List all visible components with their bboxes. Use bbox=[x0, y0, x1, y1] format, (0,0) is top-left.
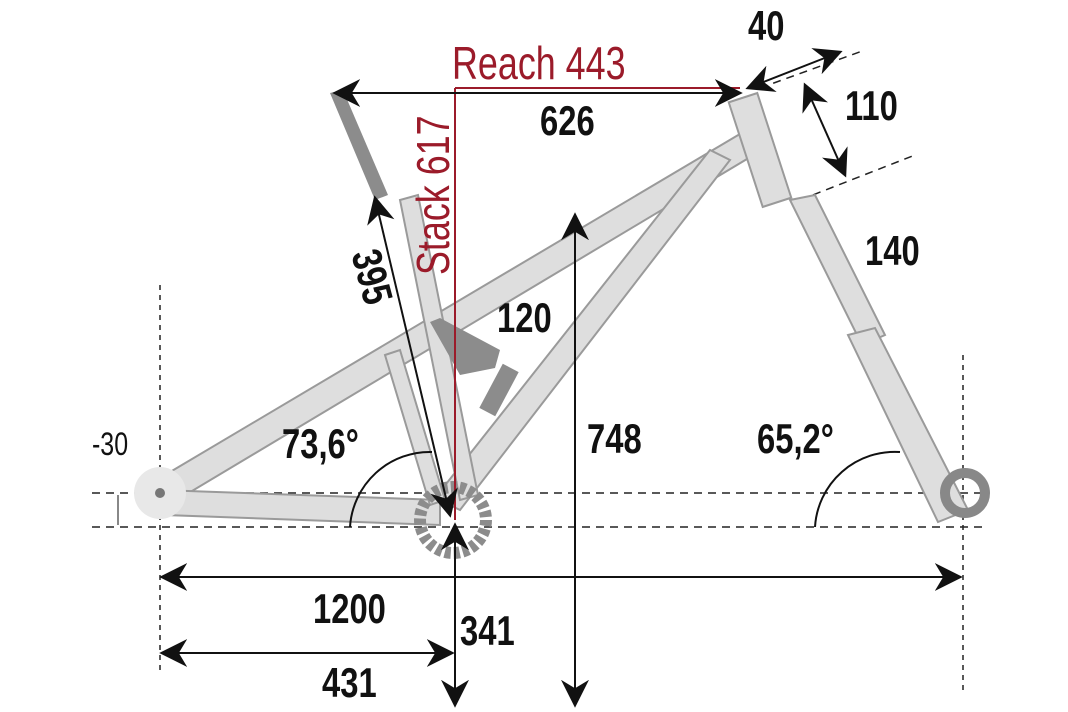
wheelbase-label: 1200 bbox=[313, 585, 386, 632]
reach-label: Reach 443 bbox=[452, 37, 626, 89]
top-tube-label: 626 bbox=[540, 97, 595, 144]
seatpost bbox=[330, 90, 388, 200]
frame-height-label: 748 bbox=[587, 415, 642, 462]
head-tube-label: 110 bbox=[845, 82, 898, 129]
fork-travel-label: 140 bbox=[865, 227, 920, 274]
seat-angle-label: 73,6° bbox=[282, 420, 359, 467]
stem-label: 40 bbox=[748, 2, 785, 49]
head-angle-label: 65,2° bbox=[757, 415, 834, 462]
dimension-lines bbox=[117, 48, 963, 708]
bb-height-label: 341 bbox=[460, 607, 515, 654]
front-axle bbox=[940, 468, 990, 518]
shock bbox=[479, 363, 519, 417]
stack-label: Stack 617 bbox=[407, 115, 459, 275]
chainstay-label: 431 bbox=[322, 659, 377, 706]
rear-travel-label: 120 bbox=[497, 294, 552, 341]
bb-drop-label: -30 bbox=[92, 426, 129, 462]
